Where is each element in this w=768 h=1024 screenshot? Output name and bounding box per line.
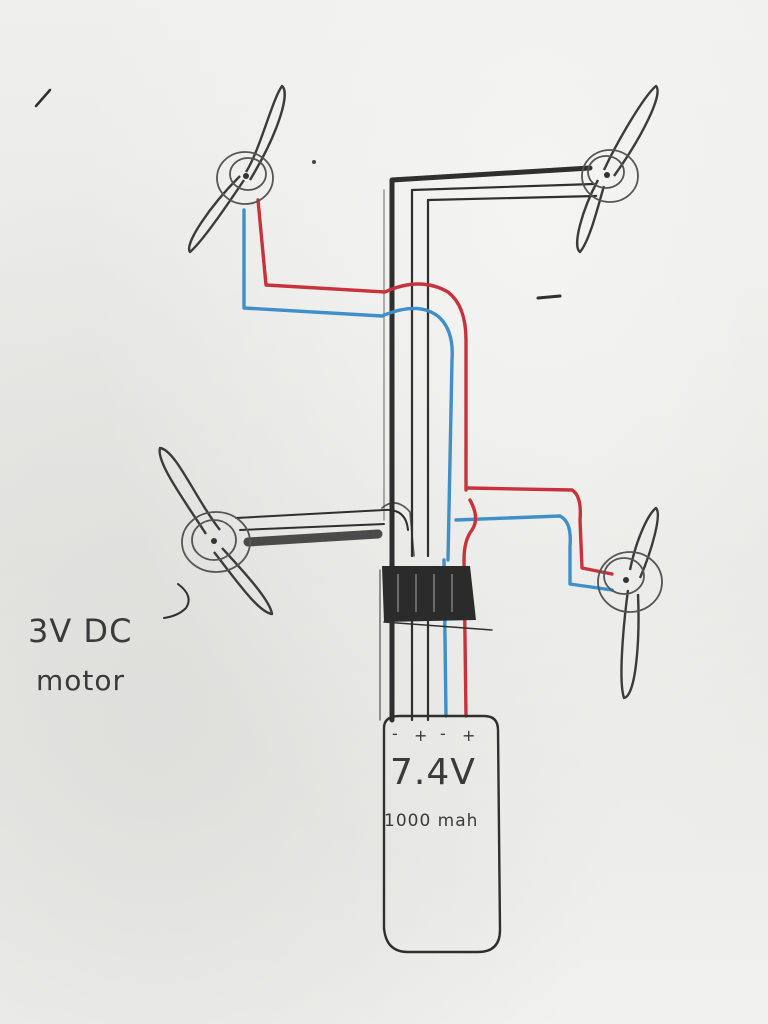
left-motor-hub bbox=[211, 538, 217, 544]
motor-annotation: 3V DC motor bbox=[28, 583, 190, 697]
stray-mark bbox=[34, 88, 52, 108]
motor-label-line1: 3V DC bbox=[28, 612, 132, 650]
top-right-motor-hub bbox=[604, 172, 610, 178]
top-right-motor-wires bbox=[383, 165, 598, 558]
battery-terminal-2: + bbox=[414, 726, 428, 745]
left-motor-wires bbox=[235, 502, 415, 557]
stray-dot bbox=[312, 160, 316, 164]
battery-terminal-3: - bbox=[440, 724, 447, 743]
connector-block bbox=[382, 566, 493, 631]
bottom-right-motor-hub bbox=[623, 577, 629, 583]
battery-pack: - + - + 7.4V 1000 mah bbox=[382, 714, 502, 954]
left-propeller bbox=[158, 446, 274, 616]
stray-mark bbox=[536, 294, 562, 300]
battery-capacity: 1000 mah bbox=[384, 811, 478, 831]
top-left-motor-wires bbox=[242, 198, 468, 562]
motor-label-line2: motor bbox=[36, 664, 125, 697]
battery-terminal-4: + bbox=[462, 726, 476, 745]
battery-terminal-1: - bbox=[392, 724, 399, 743]
top-right-propeller bbox=[576, 84, 659, 254]
top-left-motor-hub bbox=[243, 173, 249, 179]
bottom-right-propeller bbox=[597, 506, 663, 700]
battery-voltage: 7.4V bbox=[390, 752, 476, 793]
top-left-propeller bbox=[187, 84, 286, 254]
